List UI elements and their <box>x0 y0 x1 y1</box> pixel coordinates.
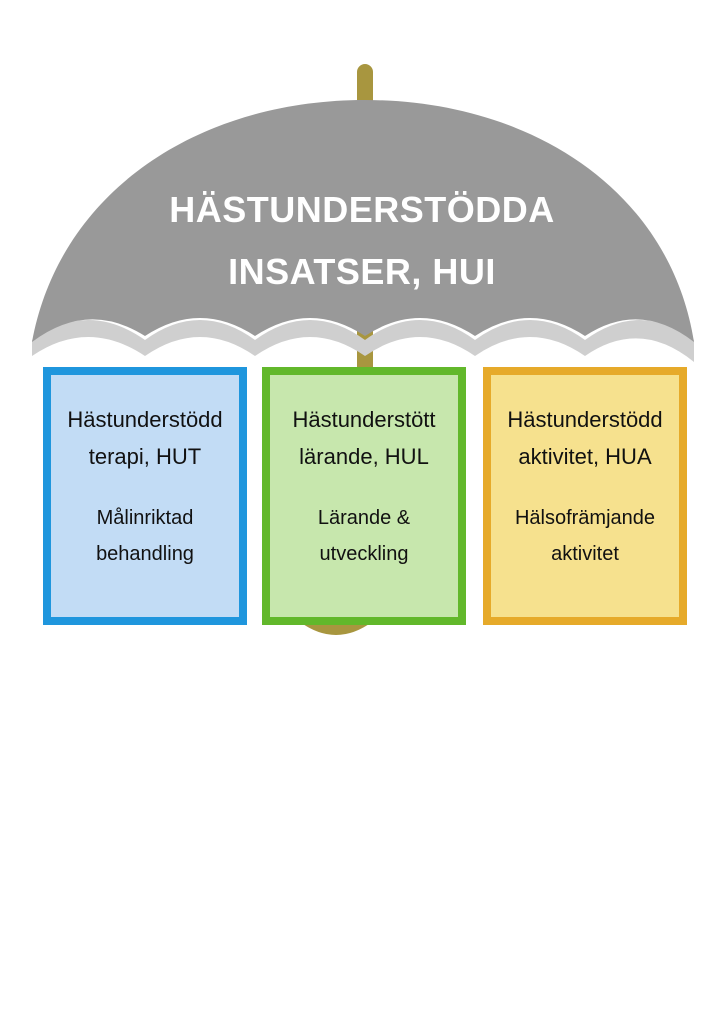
box-subtitle-line-1: Målinriktad <box>96 507 194 529</box>
box-subtitle: Hälsofrämjande aktivitet <box>491 500 679 572</box>
box-title: Hästunderstödd aktivitet, HUA <box>491 401 679 475</box>
box-subtitle-line-2: aktivitet <box>551 543 619 565</box>
diagram-title-line-1: HÄSTUNDERSTÖDDA <box>169 189 555 230</box>
box-title-line-1: Hästunderstött <box>292 407 436 432</box>
box-title: Hästunderstödd terapi, HUT <box>51 401 239 475</box>
diagram-title-line-2: INSATSER, HUI <box>228 251 496 292</box>
box-hua: Hästunderstödd aktivitet, HUA Hälsofrämj… <box>483 367 687 625</box>
box-title-line-2: lärande, HUL <box>299 444 429 469</box>
box-subtitle-line-2: utveckling <box>319 543 409 565</box>
box-title-line-1: Hästunderstödd <box>67 407 223 432</box>
box-title-line-2: aktivitet, HUA <box>518 444 652 469</box>
box-hul: Hästunderstött lärande, HUL Lärande & ut… <box>262 367 466 625</box>
umbrella-handle <box>300 622 372 635</box>
box-title-line-1: Hästunderstödd <box>507 407 663 432</box>
box-subtitle-line-1: Hälsofrämjande <box>514 507 656 529</box>
box-title-line-2: terapi, HUT <box>88 444 202 469</box>
umbrella-canopy <box>32 100 694 342</box>
box-subtitle: Lärande & utveckling <box>270 500 458 572</box>
box-subtitle-line-1: Lärande & <box>317 507 411 529</box>
box-subtitle: Målinriktad behandling <box>51 500 239 572</box>
box-title: Hästunderstött lärande, HUL <box>270 401 458 475</box>
box-subtitle-line-2: behandling <box>96 543 194 565</box>
umbrella-scallop-band <box>32 320 694 362</box>
box-hut: Hästunderstödd terapi, HUT Målinriktad b… <box>43 367 247 625</box>
